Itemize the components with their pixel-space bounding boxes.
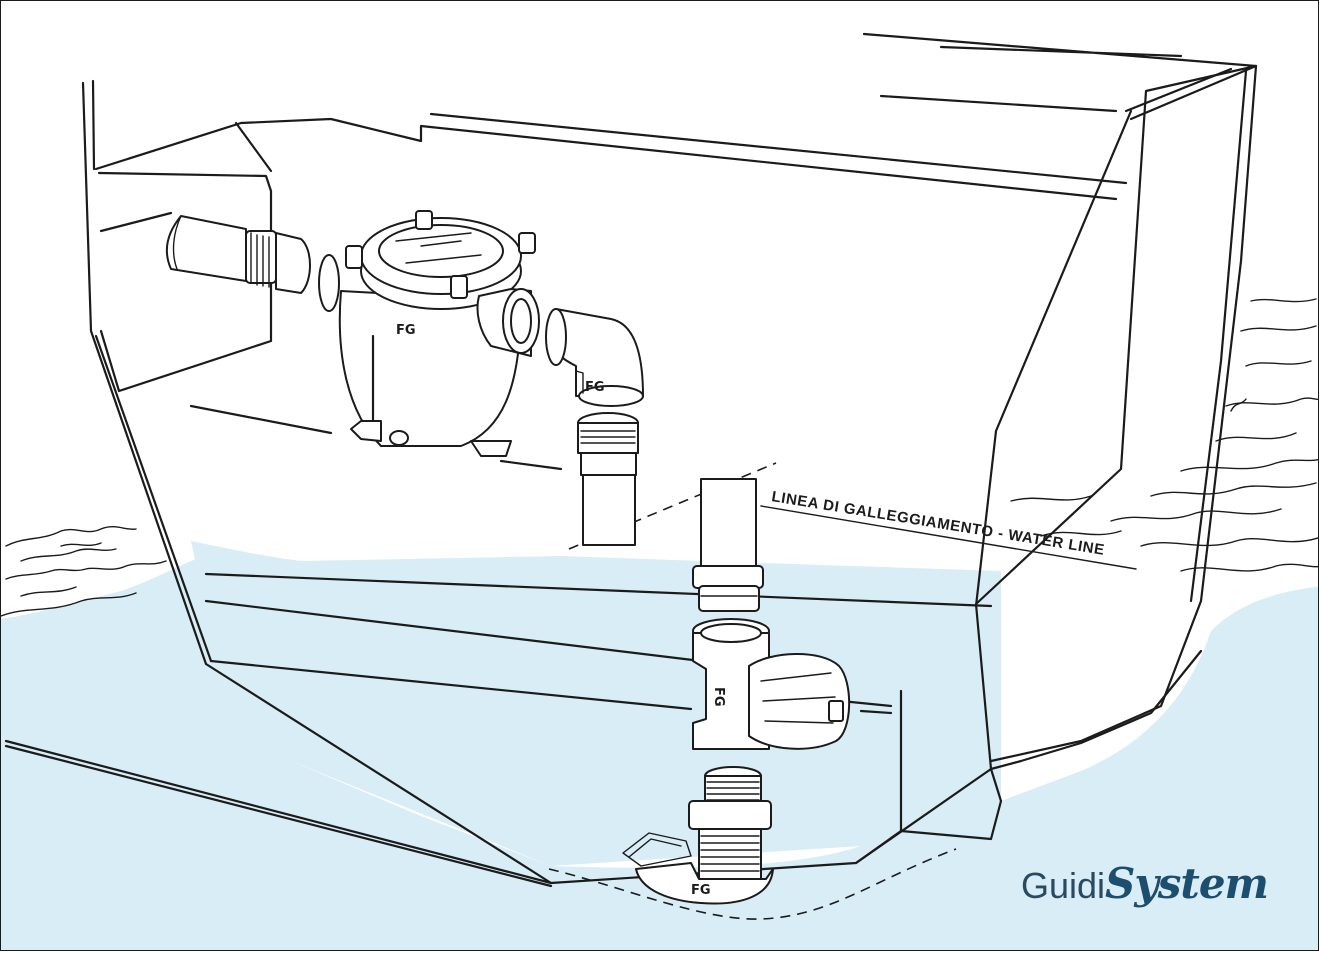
hull-transom	[1124, 64, 1258, 121]
brand-logo: GuidiSystem	[1021, 863, 1269, 906]
waterline-label-group: LINEA DI GALLEGGIAMENTO - WATER LINE	[760, 488, 1137, 570]
water-strainer: FG	[338, 210, 540, 457]
hull-outline	[81, 64, 1258, 885]
part-mark-strainer: FG	[396, 323, 416, 338]
part-mark-valve: FG	[711, 687, 726, 707]
hull-side-right	[974, 69, 1248, 608]
water-behind-hull	[191, 541, 1001, 866]
elbow-fitting: FG	[545, 308, 644, 407]
floor-line	[189, 404, 993, 708]
seacock-valve: FG	[692, 618, 851, 750]
through-hull-fitting: FG	[622, 766, 774, 905]
hull-stern-fin	[899, 649, 1203, 833]
hull-waterline-strake	[4, 739, 553, 888]
hose-connector-lower	[692, 565, 764, 612]
hull-hidden-dash	[548, 848, 957, 920]
internal-lower-line	[209, 659, 893, 715]
water-area	[1, 559, 1318, 950]
part-mark-through-hull: FG	[691, 883, 711, 898]
water-ripples-left	[1, 526, 167, 617]
lid-bolts	[345, 210, 536, 299]
water-ripples-right	[1010, 298, 1318, 572]
waterline-label: LINEA DI GALLEGGIAMENTO - WATER LINE	[770, 488, 1106, 559]
hull-keel	[854, 767, 1003, 865]
hull-inner-left	[91, 79, 213, 663]
brand-name-script: System	[1105, 859, 1269, 908]
internal-shelf-edge	[99, 121, 273, 233]
brand-name-regular: Guidi	[1021, 865, 1106, 906]
hose-lower	[700, 478, 757, 580]
intake-pipe	[165, 215, 340, 312]
deck-line-top	[94, 32, 1258, 201]
hose-connector-upper	[577, 412, 639, 546]
internal-shelf	[97, 171, 273, 393]
part-mark-elbow: FG	[585, 380, 605, 395]
